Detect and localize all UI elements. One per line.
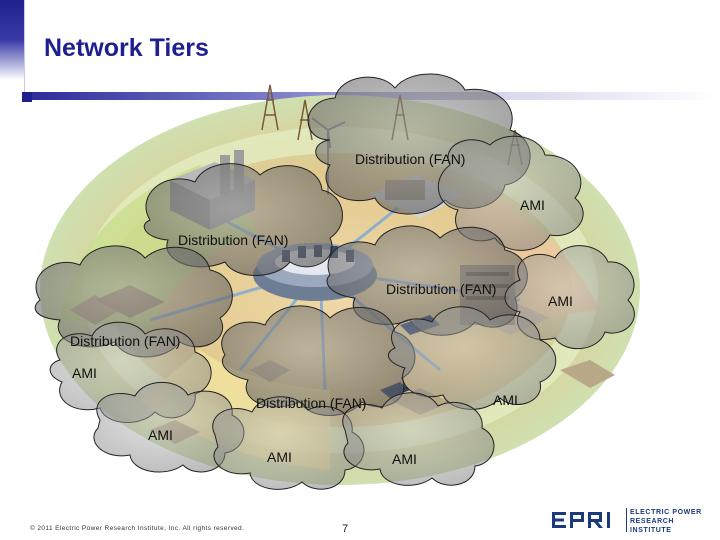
- ami-cloud-top-right: [437, 135, 584, 251]
- label-fan-upper-left: Distribution (FAN): [178, 232, 289, 248]
- label-ami-top-right: AMI: [520, 197, 545, 213]
- label-ami-left: AMI: [72, 365, 97, 381]
- label-fan-bottom-center: Distribution (FAN): [256, 395, 367, 411]
- label-fan-center-right: Distribution (FAN): [386, 281, 497, 297]
- label-fan-top: Distribution (FAN): [355, 151, 466, 167]
- copyright-notice: © 2011 Electric Power Research Institute…: [30, 525, 245, 532]
- label-ami-far-right: AMI: [548, 293, 573, 309]
- epri-logo-mark: [552, 512, 610, 528]
- accent-bar: [0, 0, 24, 80]
- label-ami-bottom-center-right: AMI: [392, 451, 417, 467]
- label-ami-bottom-right: AMI: [493, 392, 518, 408]
- ami-cloud-bottom-center-right: [342, 392, 495, 486]
- label-ami-bottom-left: AMI: [148, 427, 173, 443]
- logo-divider: [626, 508, 627, 532]
- page-number: 7: [342, 523, 349, 535]
- ami-cloud-bottom-right: [387, 306, 557, 410]
- logo-text-line1: ELECTRIC POWER: [630, 509, 702, 516]
- label-ami-bottom-center: AMI: [267, 449, 292, 465]
- fan-cloud-bottom-center: [221, 305, 416, 416]
- label-fan-left: Distribution (FAN): [70, 333, 181, 349]
- accent-line: [24, 0, 25, 100]
- slide-title: Network Tiers: [44, 34, 209, 62]
- epri-logo: ELECTRIC POWER RESEARCH INSTITUTE: [552, 506, 712, 534]
- logo-text: ELECTRIC POWER RESEARCH INSTITUTE: [630, 508, 712, 535]
- network-tiers-diagram: [34, 73, 640, 490]
- title-rule-square: [22, 92, 32, 102]
- logo-text-line2: RESEARCH INSTITUTE: [630, 518, 675, 534]
